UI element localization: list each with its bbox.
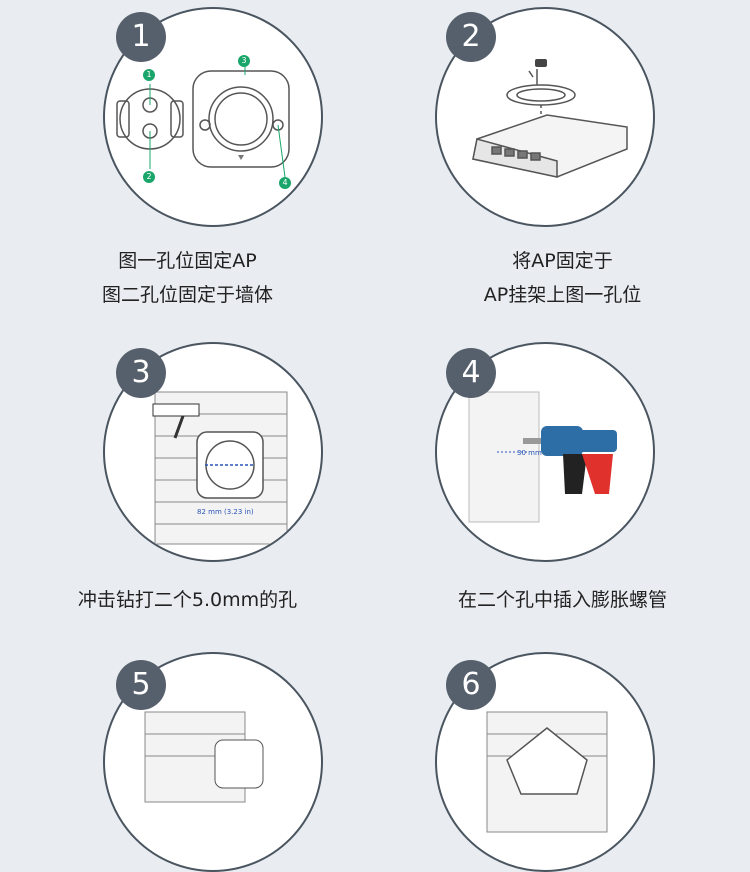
step-5-number-badge: 5	[116, 660, 166, 710]
step-1-illustration: 1 2 3 4	[103, 7, 323, 227]
step-4-illustration: 30 mm	[435, 342, 655, 562]
step-4-caption: 在二个孔中插入膨胀螺管	[375, 583, 750, 617]
step-1-marker-2: 2	[143, 171, 155, 183]
step-3-dimension-label: 82 mm (3.23 in)	[197, 508, 254, 516]
impact-drill-icon	[523, 426, 617, 494]
step-2-caption-line-2: AP挂架上图一孔位	[483, 284, 642, 306]
step-1-caption-line-2: 图二孔位固定于墙体	[101, 284, 273, 306]
step-4-caption-line-1: 在二个孔中插入膨胀螺管	[457, 589, 667, 611]
step-6-number-badge: 6	[446, 660, 496, 710]
ap-device-diagram	[472, 69, 628, 178]
step-1-caption: 图一孔位固定AP 图二孔位固定于墙体	[0, 244, 375, 312]
ap-bracket-diagram	[116, 65, 290, 178]
step-2-caption-line-1: 将AP固定于	[512, 250, 613, 272]
step-3-caption-line-1: 冲击钻打二个5.0mm的孔	[77, 589, 298, 611]
step-1-marker-4: 4	[279, 177, 291, 189]
step-2-number-badge: 2	[446, 12, 496, 62]
step-1-marker-3: 3	[238, 55, 250, 67]
step-1-marker-1: 1	[143, 69, 155, 81]
step-4-number-badge: 4	[446, 348, 496, 398]
step-3-caption: 冲击钻打二个5.0mm的孔	[0, 583, 375, 617]
step-1-number-badge: 1	[116, 12, 166, 62]
step-4-dimension-label: 30 mm	[517, 449, 542, 457]
step-3-number-badge: 3	[116, 348, 166, 398]
step-1-caption-line-1: 图一孔位固定AP	[118, 250, 257, 272]
step-2-caption: 将AP固定于 AP挂架上图一孔位	[375, 244, 750, 312]
